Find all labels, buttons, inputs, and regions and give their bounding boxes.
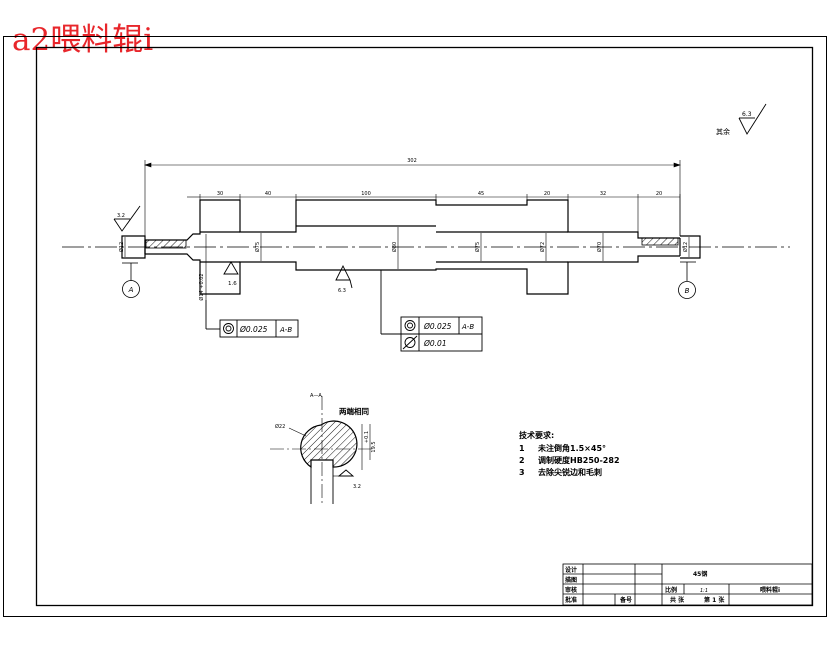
- roughness-symbol-other: [738, 103, 767, 135]
- section-key-dim-1: +0.1: [364, 431, 370, 443]
- roughness-symbol-shoulder: [223, 261, 239, 275]
- segment-dimensions: [187, 194, 681, 236]
- tb-draw: 描图: [565, 576, 577, 584]
- note-2-text: 调制硬度HB250-282: [538, 455, 620, 465]
- tb-part-name: 喂料辊i: [760, 586, 780, 594]
- tolerance-frame-left: [205, 300, 299, 338]
- overall-dimension: [144, 160, 681, 236]
- inner-border: [35, 46, 814, 607]
- diameter-label-6: Ø70: [596, 242, 603, 252]
- tb-material: 45钢: [693, 570, 707, 578]
- roughness-left-end-value: 3.2: [117, 213, 125, 219]
- segment-dim-7: 20: [656, 191, 662, 197]
- diameter-label-4: Ø75: [474, 242, 481, 252]
- tb-check: 审核: [565, 586, 577, 594]
- tb-scale-label: 比例: [665, 586, 677, 594]
- note-2-num: 2: [519, 456, 525, 465]
- tolerance-left-datum: A-B: [279, 326, 292, 334]
- segment-dim-6: 32: [600, 191, 606, 197]
- diameter-label-3: Ø80: [391, 242, 398, 252]
- roughness-symbol-center: [335, 264, 353, 289]
- roughness-center-value: 6.3: [338, 288, 346, 294]
- outer-border: [3, 36, 827, 617]
- tb-approve: 批准: [565, 596, 577, 604]
- section-label: A—A: [310, 393, 322, 399]
- segment-dim-5: 20: [544, 191, 550, 197]
- tb-scale: 1:1: [700, 588, 708, 594]
- right-keyway-hatch: [641, 237, 679, 246]
- datum-a-letter: A: [128, 286, 134, 294]
- roughness-other-value: 6.3: [742, 111, 752, 118]
- segment-dim-1: 30: [217, 191, 223, 197]
- datum-a-symbol: [122, 262, 140, 298]
- bearing-diameter-label: Ø14 +0.02: [198, 273, 205, 300]
- note-3-text: 去除尖锐边和毛刺: [538, 467, 602, 477]
- note-1-text: 未注倒角1.5×45°: [537, 443, 606, 453]
- diameter-dimension-lines: [124, 227, 690, 269]
- tolerance-left-value: Ø0.025: [239, 325, 268, 334]
- roughness-other-label: 其余: [716, 127, 730, 136]
- roughness-symbol-left-end: [113, 205, 141, 232]
- roughness-shoulder-value: 1.6: [228, 281, 237, 287]
- segment-dim-3: 100: [361, 191, 371, 197]
- tb-design: 设计: [565, 566, 577, 574]
- segment-dim-2: 40: [265, 191, 271, 197]
- shaft-outline: [121, 199, 701, 295]
- section-note: 两端相同: [339, 406, 369, 416]
- tolerance-frame-right: [380, 270, 483, 352]
- tolerance-right-value-2: Ø0.01: [423, 339, 447, 348]
- diameter-label-2: Ø75: [254, 242, 261, 252]
- section-view: [270, 396, 372, 505]
- tolerance-right-datum-1: A-B: [461, 323, 474, 331]
- drawing-title: a2喂料辊i: [12, 22, 154, 58]
- diameter-label-1: Ø12: [118, 242, 125, 252]
- note-3-num: 3: [519, 468, 525, 477]
- note-1-num: 1: [519, 444, 525, 453]
- datum-b-letter: B: [685, 287, 690, 295]
- tb-sheet-total: 共 张: [670, 596, 685, 604]
- overall-dimension-label: 302: [407, 158, 417, 164]
- notes-header: 技术要求:: [519, 430, 554, 440]
- tb-sheet-no: 第 1 张: [703, 596, 725, 604]
- segment-dim-4: 45: [478, 191, 484, 197]
- left-keyway-hatch: [145, 239, 187, 249]
- roughness-section-value: 3.2: [353, 484, 361, 490]
- tolerance-right-value-1: Ø0.025: [423, 322, 452, 331]
- diameter-label-5: Ø72: [539, 242, 546, 252]
- diameter-label-7: Ø12: [682, 242, 689, 252]
- title-block-grid: [562, 563, 813, 606]
- tb-doc-no: 备号: [619, 596, 632, 604]
- section-diameter-label: Ø22: [275, 423, 285, 430]
- datum-b-symbol: [678, 261, 696, 299]
- section-key-dim-2: 19.5: [371, 441, 377, 452]
